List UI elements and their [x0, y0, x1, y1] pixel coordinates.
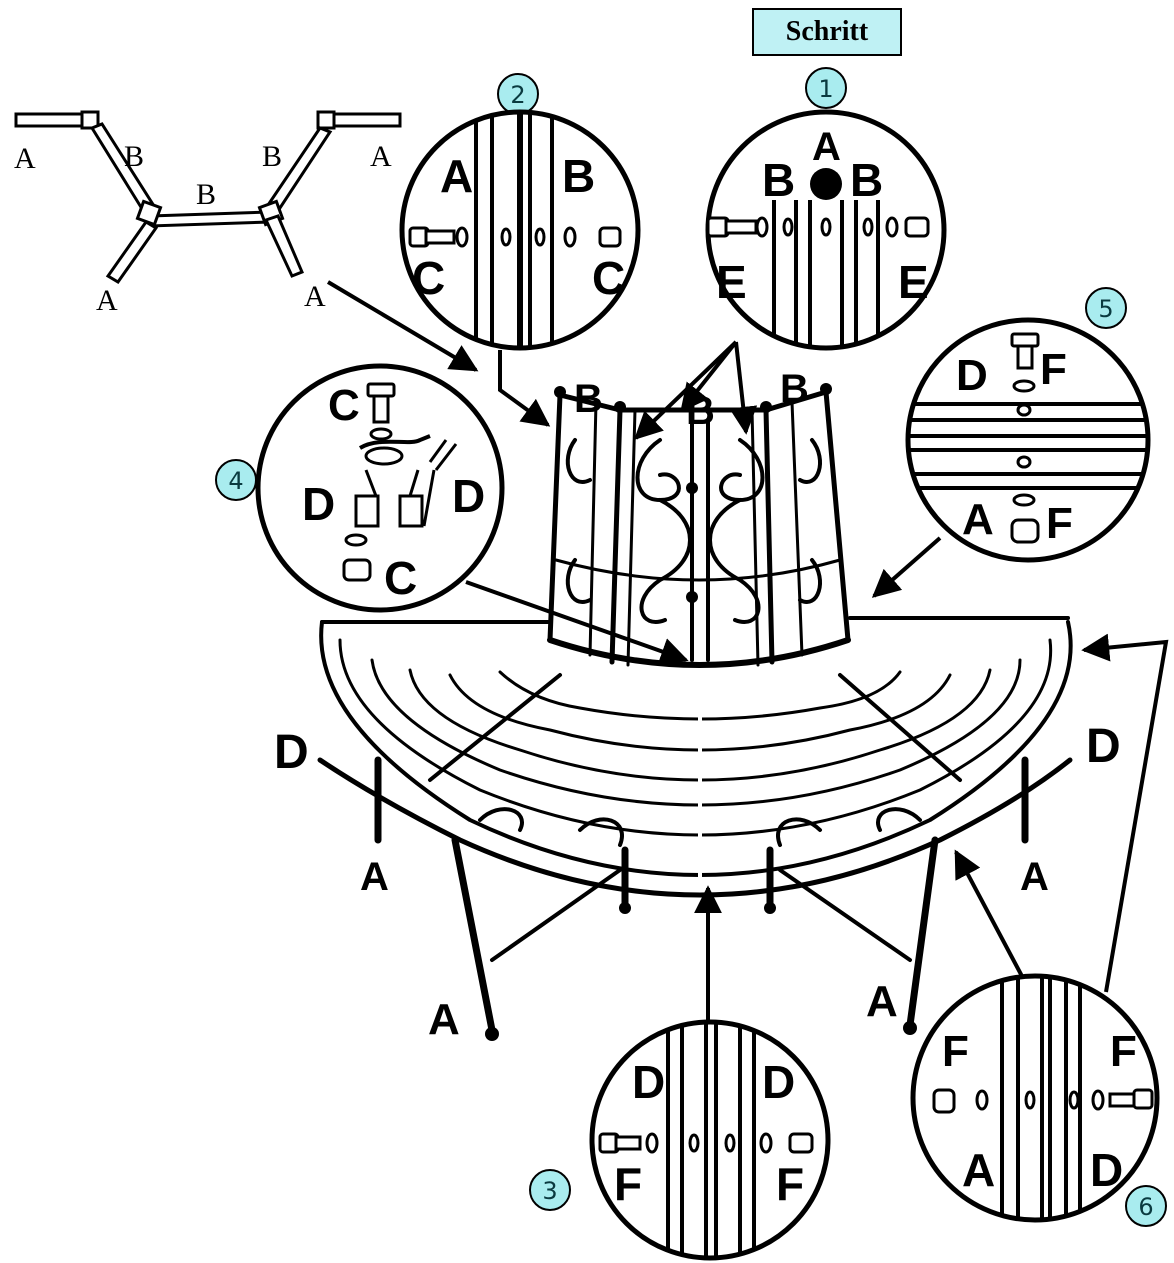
- step-badge-1: 1: [805, 67, 847, 109]
- backrest-post-caps: [554, 383, 832, 603]
- detail-circle-2: A B C C: [399, 109, 641, 351]
- detail-circle-1: A B B E E: [705, 109, 947, 351]
- frame-label-a-left: A: [14, 142, 36, 175]
- bench-label-d-right: D: [1086, 720, 1121, 773]
- step-badge-2: 2: [497, 73, 539, 115]
- detail-2-label-left-top: A: [440, 150, 473, 202]
- seat-scrolls: [478, 807, 922, 847]
- detail-6-label-right-bottom: D: [1090, 1144, 1123, 1196]
- frame-label-a-right: A: [370, 140, 392, 173]
- frame-label-b-right: B: [262, 140, 282, 173]
- bench-label-b-left: B: [574, 377, 603, 421]
- detail-4-label-top: C: [328, 381, 360, 430]
- detail-4-label-right: D: [452, 470, 485, 522]
- detail-5-label-left-top: D: [956, 351, 988, 400]
- svg-text:4: 4: [228, 467, 243, 495]
- detail-6-label-left-bottom: A: [962, 1144, 995, 1196]
- frame-label-b-left: B: [124, 140, 144, 173]
- detail-6-label-left-top: F: [942, 1027, 969, 1076]
- frame-label-b-center: B: [196, 178, 216, 211]
- detail-circle-6: F F A D: [910, 973, 1160, 1223]
- detail-1-label-left-bottom: E: [716, 256, 747, 308]
- callout-arrows: [326, 280, 1169, 1024]
- svg-text:5: 5: [1098, 295, 1113, 323]
- leg-caps: [485, 902, 917, 1041]
- detail-5-label-left-bottom: A: [962, 495, 994, 544]
- detail-4-label-left: D: [302, 478, 335, 530]
- step-badge-3: 3: [529, 1169, 571, 1211]
- detail-circle-5: D F A F: [905, 317, 1151, 563]
- frame-label-a-bottom-right: A: [304, 280, 326, 313]
- detail-1-label-right-bottom: E: [898, 256, 929, 308]
- detail-4-label-bottom: C: [384, 552, 417, 604]
- svg-text:3: 3: [542, 1177, 557, 1205]
- detail-2-label-right-top: B: [562, 150, 595, 202]
- bench-label-a-left-lower: A: [428, 995, 460, 1044]
- detail-3-label-right-top: D: [762, 1056, 795, 1108]
- frame-sketch: [14, 110, 402, 285]
- detail-3-label-left-bottom: F: [614, 1158, 642, 1210]
- detail-3-label-right-bottom: F: [776, 1158, 804, 1210]
- detail-6-label-right-top: F: [1110, 1027, 1137, 1076]
- detail-1-label-top: A: [812, 125, 841, 169]
- bench-label-a-right-lower: A: [866, 977, 898, 1026]
- step-badge-4: 4: [215, 459, 257, 501]
- bench-label-b-right: B: [780, 367, 809, 411]
- bench-label-a-right-upper: A: [1020, 855, 1049, 899]
- detail-2-label-left-bottom: C: [412, 252, 445, 304]
- step-badge-6: 6: [1125, 1185, 1167, 1227]
- svg-text:2: 2: [510, 81, 525, 109]
- detail-3-label-left-top: D: [632, 1056, 665, 1108]
- frame-label-a-bottom-left: A: [96, 284, 118, 317]
- svg-text:6: 6: [1138, 1193, 1153, 1221]
- bench-label-b-center: B: [686, 389, 715, 433]
- backrest-scrollwork: [565, 418, 822, 662]
- svg-text:1: 1: [818, 75, 833, 103]
- step-badge-5: 5: [1085, 287, 1127, 329]
- bench-label-d-left: D: [274, 726, 309, 779]
- detail-2-label-right-bottom: C: [592, 252, 625, 304]
- detail-5-label-right-top: F: [1040, 345, 1067, 394]
- step-title: Schritt: [752, 8, 902, 56]
- bench-label-a-left-upper: A: [360, 855, 389, 899]
- legs: [374, 756, 1029, 1034]
- detail-5-label-right-bottom: F: [1046, 499, 1073, 548]
- detail-circle-4: C D D C: [255, 363, 505, 613]
- detail-circle-3: D D F F: [589, 1019, 831, 1261]
- detail-1-label-right-top: B: [850, 154, 883, 206]
- detail-1-label-left-top: B: [762, 154, 795, 206]
